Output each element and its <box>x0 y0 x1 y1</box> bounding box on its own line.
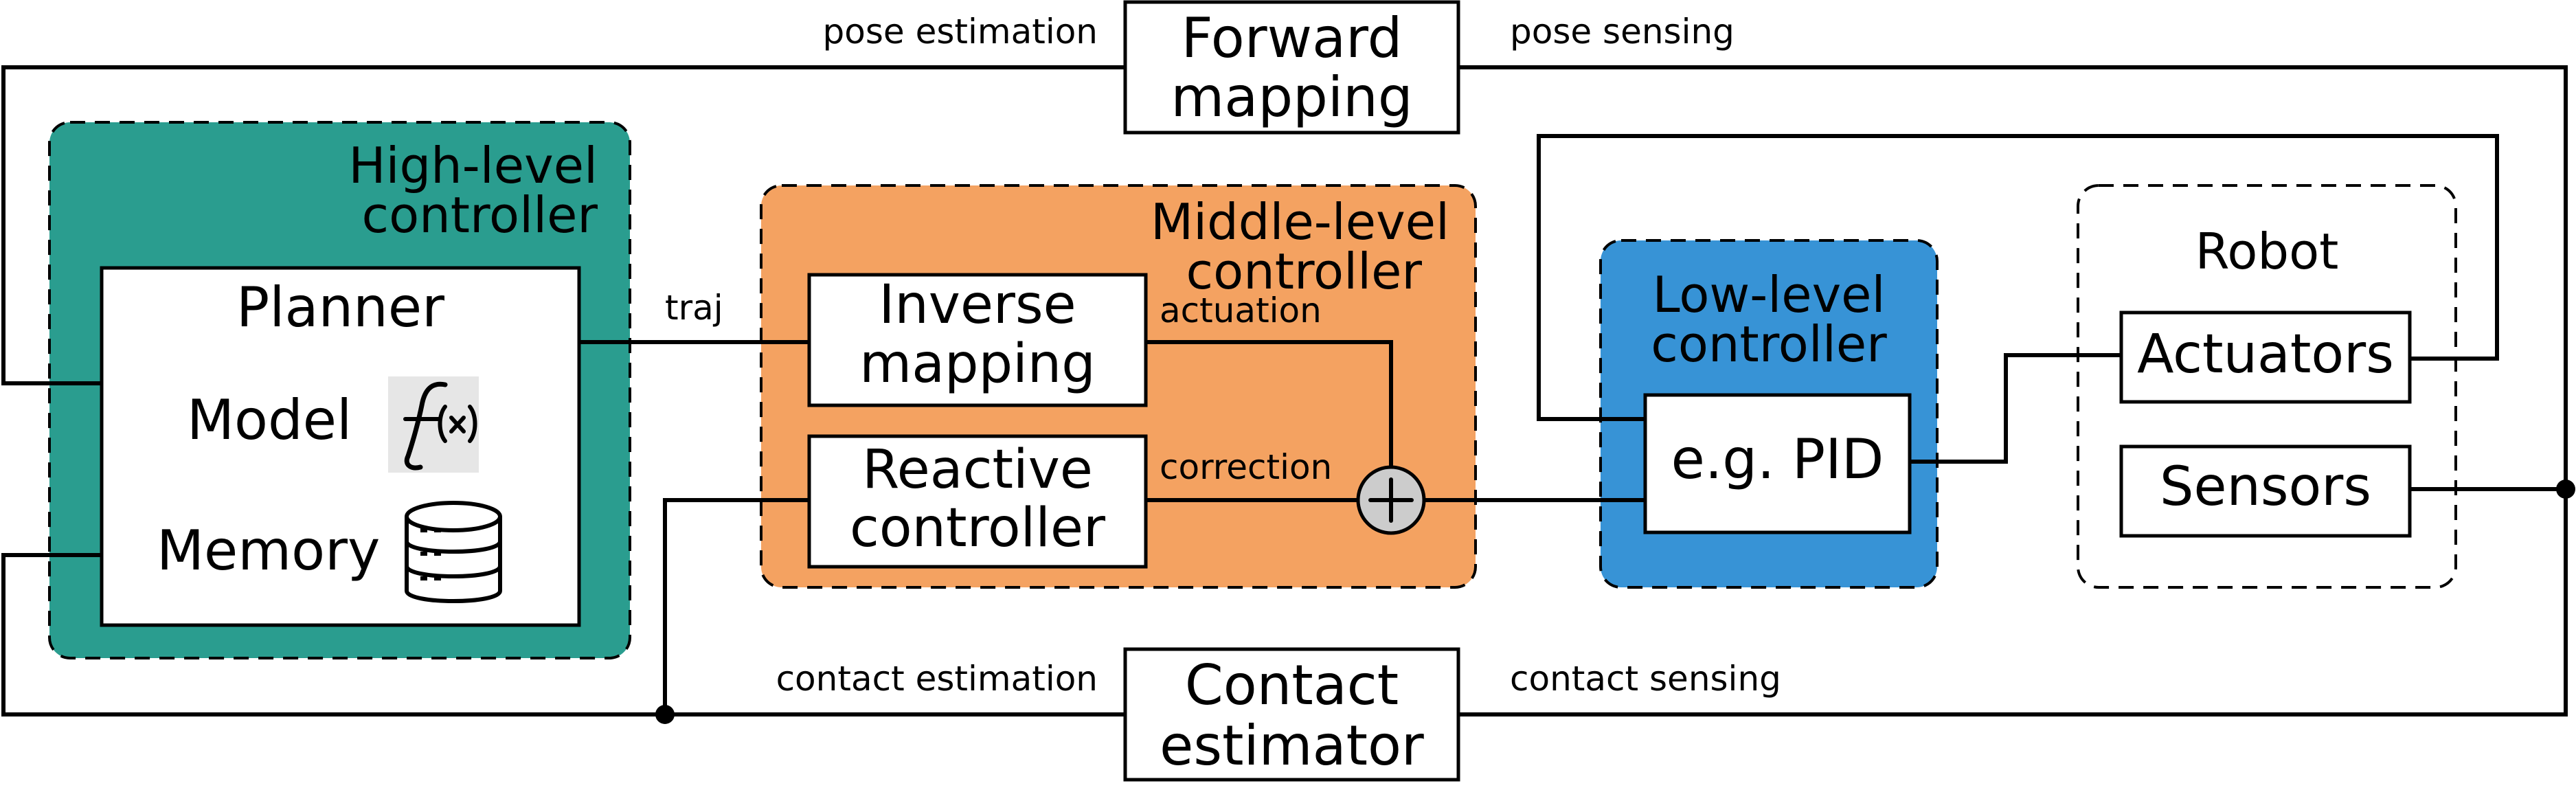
correction-label: correction <box>1160 447 1333 487</box>
sensor-junction-dot <box>2556 479 2575 499</box>
pose-estimation-line <box>1 65 1125 385</box>
inverse-mapping-line2: mapping <box>859 333 1096 395</box>
high-level-label-line2: controller <box>361 186 598 244</box>
contact-estimation-label: contact estimation <box>776 659 1098 699</box>
contact-branch-line <box>663 498 808 714</box>
traj-label: traj <box>665 288 723 328</box>
memory-label: Memory <box>157 519 381 583</box>
database-icon <box>405 501 502 603</box>
plus-icon <box>1368 477 1414 523</box>
contact-estimator-block <box>1123 647 1460 782</box>
pose-sensing-line <box>1460 65 2568 489</box>
contact-estimator-line1: Contact <box>1184 653 1399 717</box>
reactive-controller-line2: controller <box>849 497 1106 559</box>
robot-label: Robot <box>2195 223 2339 280</box>
planner-title: Planner <box>236 275 444 339</box>
actuators-label: Actuators <box>2137 324 2394 385</box>
function-icon <box>388 376 479 473</box>
high-level-label-line1: High-level <box>348 137 598 194</box>
pid-output-line <box>1910 353 2120 464</box>
middle-level-label-line1: Middle-level <box>1150 193 1449 251</box>
pid-label: e.g. PID <box>1671 427 1884 491</box>
contact-estimation-line <box>1 553 1125 716</box>
pid-block <box>1643 393 1912 534</box>
low-level-label-line1: Low-level <box>1652 266 1886 324</box>
contact-sensing-label: contact sensing <box>1510 659 1781 699</box>
reactive-controller-line1: Reactive <box>862 439 1093 501</box>
actuator-feedback-line <box>1537 134 2499 421</box>
inverse-mapping-block <box>807 273 1148 407</box>
actuation-line <box>1146 340 1393 466</box>
middle-level-label-line2: controller <box>1186 242 1422 300</box>
contact-sensing-line <box>1460 489 2568 716</box>
contact-estimator-line2: estimator <box>1160 714 1424 778</box>
sensors-label: Sensors <box>2159 456 2371 518</box>
forward-mapping-line2: mapping <box>1171 65 1413 129</box>
actuators-block <box>2119 311 2412 404</box>
sensors-block <box>2119 444 2412 538</box>
model-label: Model <box>187 388 352 452</box>
forward-mapping-line1: Forward <box>1181 6 1403 70</box>
inverse-mapping-line1: Inverse <box>879 274 1076 336</box>
actuation-label: actuation <box>1160 291 1322 330</box>
reactive-controller-block <box>807 434 1148 569</box>
pose-sensing-label: pose sensing <box>1510 12 1735 52</box>
forward-mapping-block <box>1123 0 1460 135</box>
low-level-label-line2: controller <box>1651 315 1887 373</box>
contact-junction-dot <box>655 705 675 724</box>
pose-estimation-label: pose estimation <box>822 12 1098 52</box>
